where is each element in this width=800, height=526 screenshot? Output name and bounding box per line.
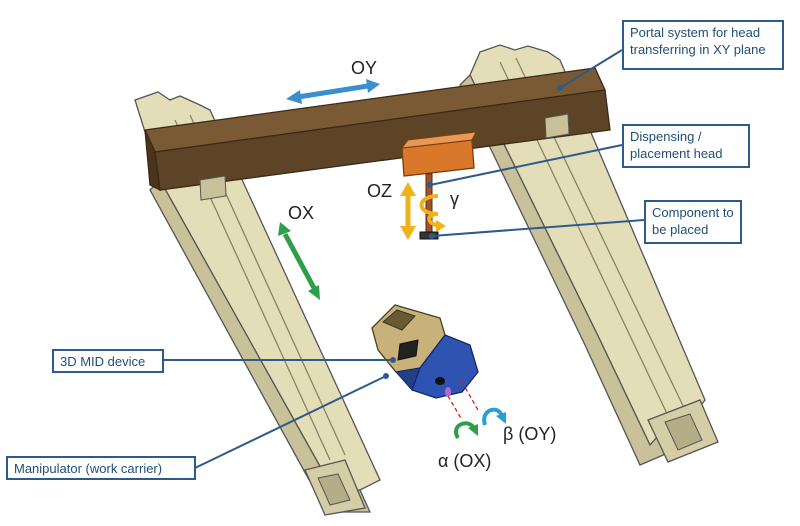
beta-arrowhead xyxy=(496,412,506,424)
oy-label: OY xyxy=(351,58,378,78)
leader-lines xyxy=(163,49,645,469)
callout-manipulator: Manipulator (work carrier) xyxy=(6,456,196,480)
alpha-label: α (OX) xyxy=(438,451,492,471)
callout-3d-mid-device: 3D MID device xyxy=(52,349,164,373)
ox-label: OX xyxy=(288,203,315,223)
placement-head xyxy=(400,131,477,240)
portal-beam xyxy=(144,67,611,201)
alpha-axis-line xyxy=(447,395,463,421)
callout-dispensing-head: Dispensing / placement head xyxy=(622,124,750,168)
gamma-arrowhead xyxy=(436,220,446,232)
alpha-arrowhead xyxy=(468,424,478,436)
ox-arrow xyxy=(278,222,320,300)
gamma-rotation-arrow xyxy=(419,194,441,228)
callout-portal-system: Portal system for head transferring in X… xyxy=(622,20,784,70)
manipulator-anchor xyxy=(383,373,389,379)
gamma-label: γ xyxy=(450,189,459,209)
oy-arrow xyxy=(286,79,380,104)
mid-anchor xyxy=(390,357,396,363)
portal-anchor xyxy=(557,85,563,91)
oz-arrow xyxy=(400,182,416,240)
head-anchor xyxy=(427,182,433,188)
component-anchor xyxy=(429,233,435,239)
alpha-rotation-arrow xyxy=(454,421,476,440)
beta-axis-line xyxy=(461,381,479,411)
oz-label: OZ xyxy=(367,181,392,201)
callout-component: Component to be placed xyxy=(644,200,742,244)
beta-label: β (OY) xyxy=(503,424,557,444)
mid-device xyxy=(371,304,479,399)
beta-rotation-arrow xyxy=(482,407,504,426)
